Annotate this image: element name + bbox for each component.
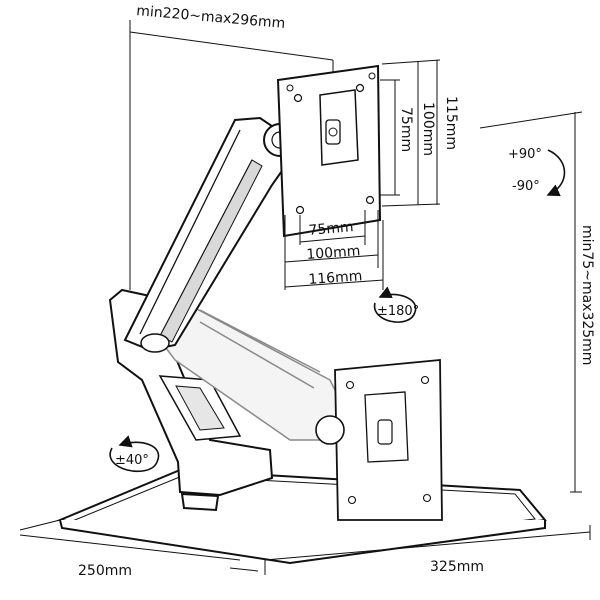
- height-dimension: [479, 111, 583, 493]
- vesa-plate-raised: [276, 64, 382, 238]
- plate-width-75-label: 75mm: [307, 219, 355, 239]
- plate-height-dimensions: [380, 59, 441, 207]
- swivel-label: ±180°: [377, 304, 420, 319]
- base-plate: [19, 468, 591, 575]
- tilt-up-label: +90°: [508, 147, 542, 162]
- base-rotation-label: ±40°: [115, 453, 149, 468]
- plate-height-115-label: 115mm: [443, 96, 459, 150]
- tilt-down-label: -90°: [512, 179, 540, 194]
- plate-width-116-label: 116mm: [307, 268, 363, 288]
- circular-arrow-icon: [374, 286, 417, 323]
- circular-arrow-icon: [109, 435, 160, 472]
- plate-height-100-label: 100mm: [420, 102, 436, 156]
- gas-spring-arm: [123, 116, 302, 353]
- plate-height-75-label: 75mm: [398, 107, 414, 153]
- base-depth-label: 250mm: [78, 563, 132, 579]
- plate-width-dimensions: [284, 210, 384, 290]
- base-width-label: 325mm: [430, 559, 484, 575]
- plate-width-100-label: 100mm: [305, 243, 361, 263]
- curved-arrow-icon: [546, 149, 566, 197]
- vesa-plate-lowered: [315, 359, 443, 521]
- height-range-label: min75~max325mm: [579, 225, 595, 366]
